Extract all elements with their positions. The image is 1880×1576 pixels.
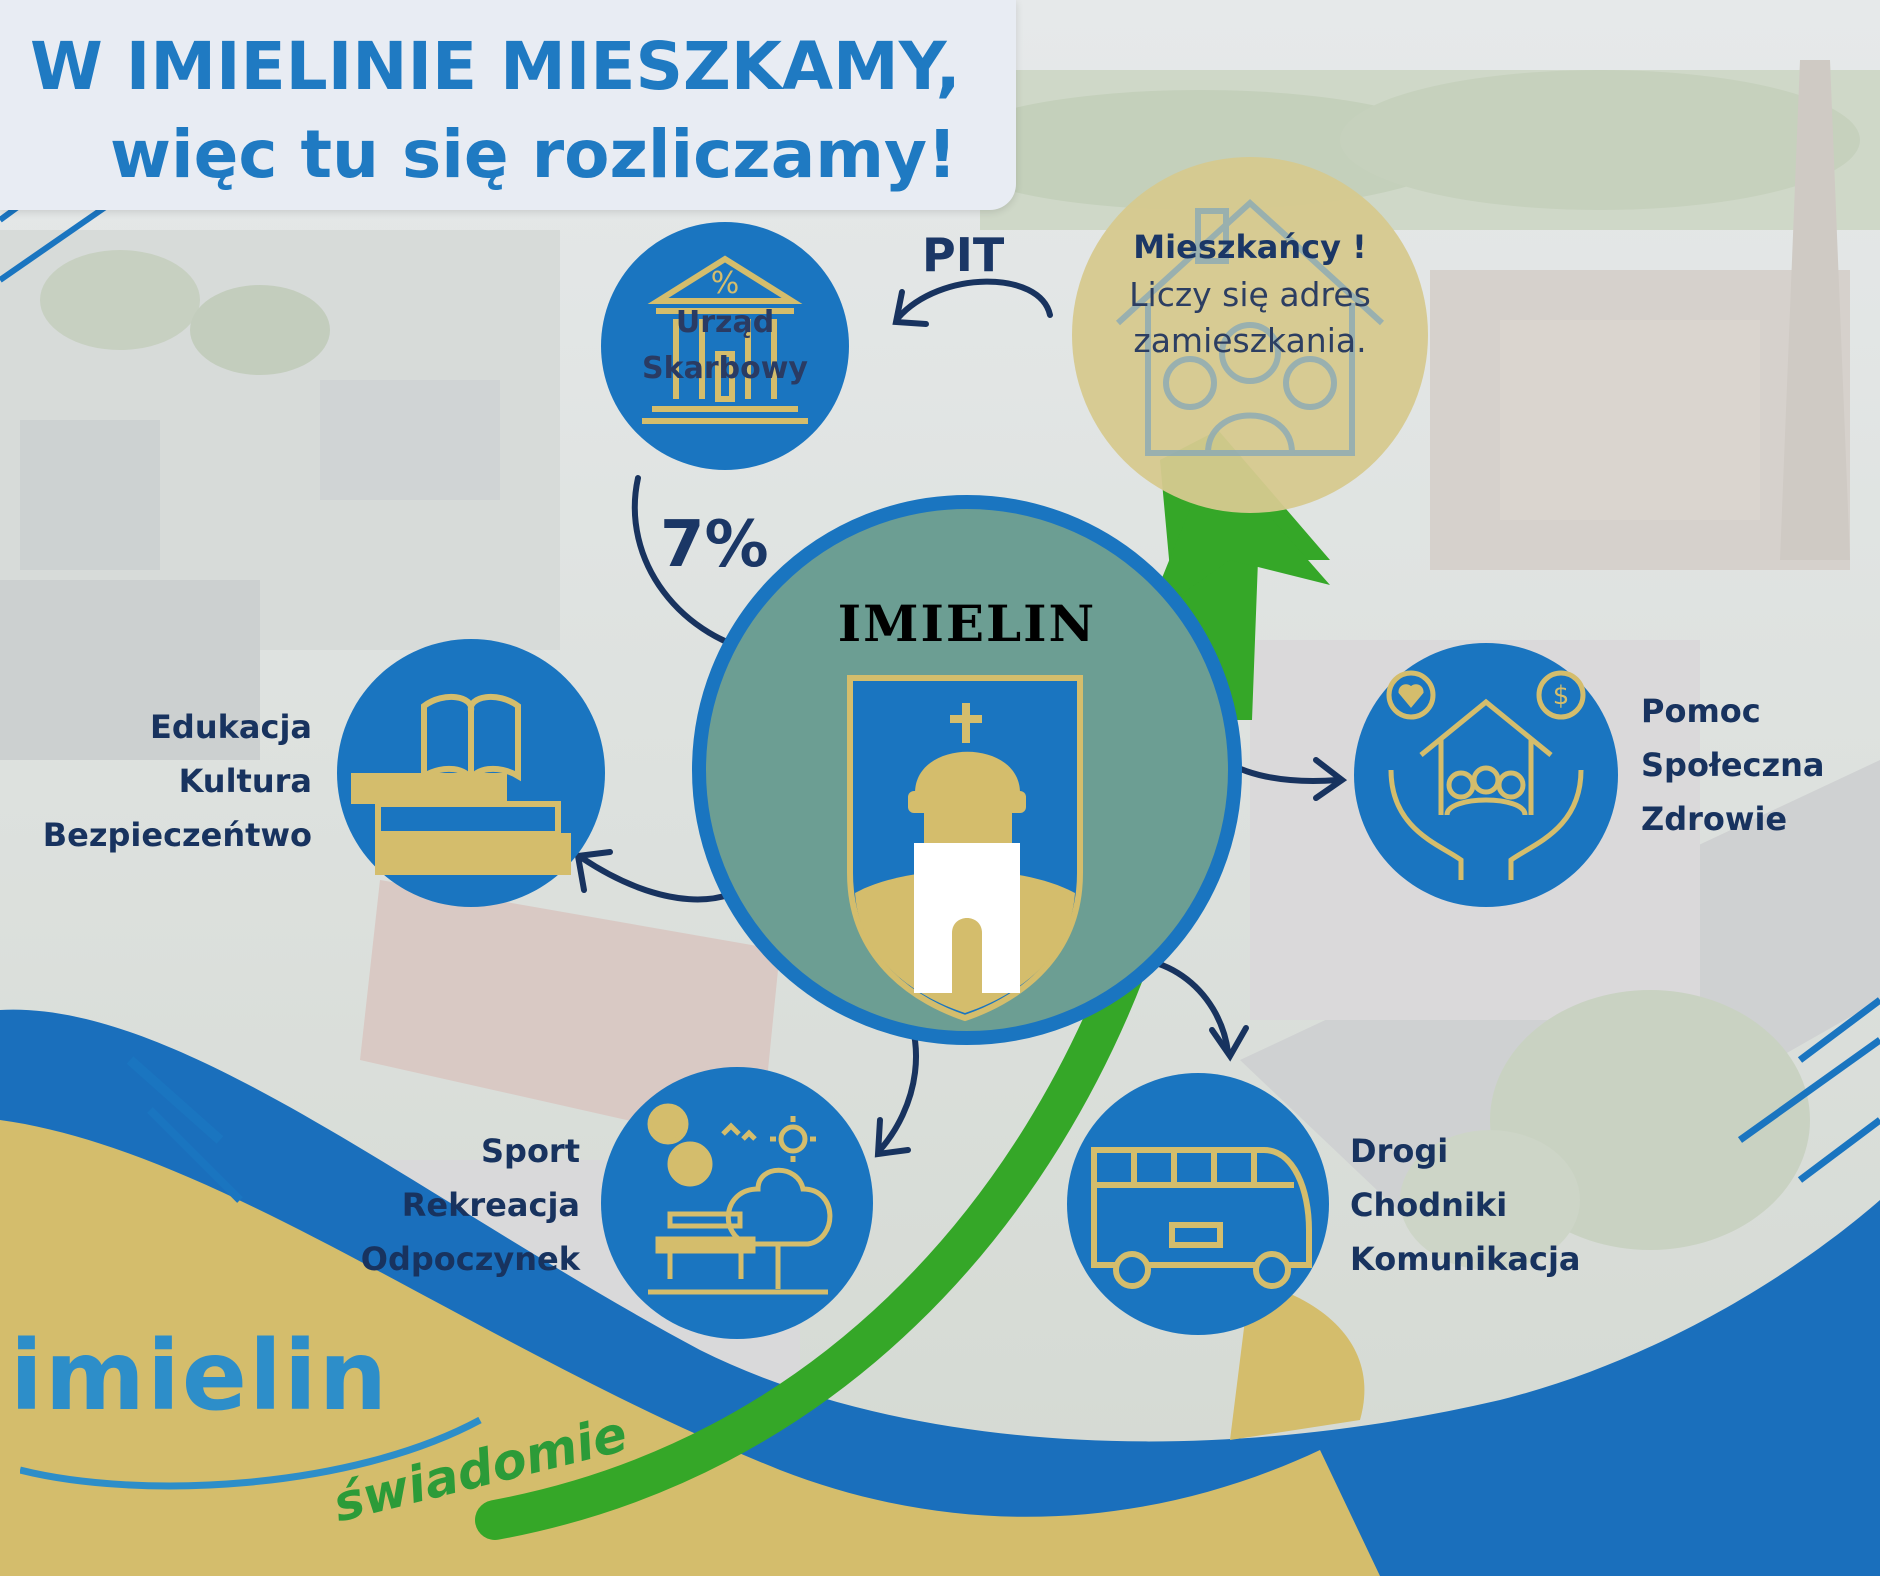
residents-line-2: zamieszkania.: [1133, 321, 1367, 360]
roads-transport-circle: [1067, 1073, 1329, 1335]
headline-line-1: W IMIELINIE MIESZKAMY,: [30, 28, 961, 105]
sport-label: Sport Rekreacja Odpoczynek: [300, 1124, 580, 1286]
helping-hands-house-icon: $: [1386, 670, 1586, 880]
education-label: Edukacja Kultura Bezpieczeńtwo: [0, 700, 312, 862]
logo-swoosh: [20, 1416, 482, 1490]
books-icon: [351, 693, 571, 875]
education-label-2: Kultura: [178, 762, 312, 800]
roads-label-1: Drogi: [1350, 1132, 1449, 1170]
bank-building-icon: [642, 255, 808, 424]
education-label-3: Bezpieczeńtwo: [42, 816, 312, 854]
social-label-2: Społeczna: [1641, 746, 1825, 784]
tax-office-circle: %: [601, 222, 849, 470]
roads-label-3: Komunikacja: [1350, 1240, 1581, 1278]
bus-icon: [1091, 1147, 1312, 1289]
residents-circle: [1072, 157, 1428, 513]
social-care-label: Pomoc Społeczna Zdrowie: [1641, 684, 1824, 846]
percent-label: 7%: [660, 508, 769, 582]
social-label-1: Pomoc: [1641, 692, 1761, 730]
imielin-logo-word: imielin: [10, 1320, 390, 1432]
headline-box: W IMIELINIE MIESZKAMY, więc tu się rozli…: [0, 0, 1016, 210]
social-label-3: Zdrowie: [1641, 800, 1788, 838]
arrow-pit: [895, 278, 1053, 321]
tax-office-line-2: Skarbowy: [642, 351, 808, 386]
pit-label: PIT: [922, 228, 1005, 282]
imielin-crest-circle: IMIELIN: [692, 495, 1242, 1045]
church-crest-icon: [847, 675, 1083, 1022]
residents-line-1: Liczy się adres: [1129, 275, 1371, 314]
tax-office-label: Urząd Skarbowy: [598, 300, 852, 392]
roads-label-2: Chodniki: [1350, 1186, 1508, 1224]
headline-line-2: więc tu się rozliczamy!: [110, 116, 958, 193]
education-circle: [337, 639, 605, 907]
house-people-icon: [1115, 198, 1385, 456]
social-care-circle: $: [1354, 643, 1618, 907]
svg-text:%: %: [711, 266, 740, 301]
education-label-1: Edukacja: [150, 708, 312, 746]
sport-label-1: Sport: [480, 1132, 580, 1170]
svg-text:$: $: [1553, 681, 1570, 711]
sport-recreation-circle: [601, 1067, 873, 1339]
sport-label-2: Rekreacja: [401, 1186, 580, 1224]
park-bench-tree-icon: [647, 1103, 833, 1295]
residents-title: Mieszkańcy !: [1133, 228, 1367, 266]
tax-office-line-1: Urząd: [675, 305, 775, 340]
sport-label-3: Odpoczynek: [360, 1240, 580, 1278]
crest-word: IMIELIN: [838, 594, 1096, 653]
residents-text: Mieszkańcy ! Liczy się adres zamieszkani…: [1068, 228, 1432, 364]
roads-label: Drogi Chodniki Komunikacja: [1350, 1124, 1581, 1286]
